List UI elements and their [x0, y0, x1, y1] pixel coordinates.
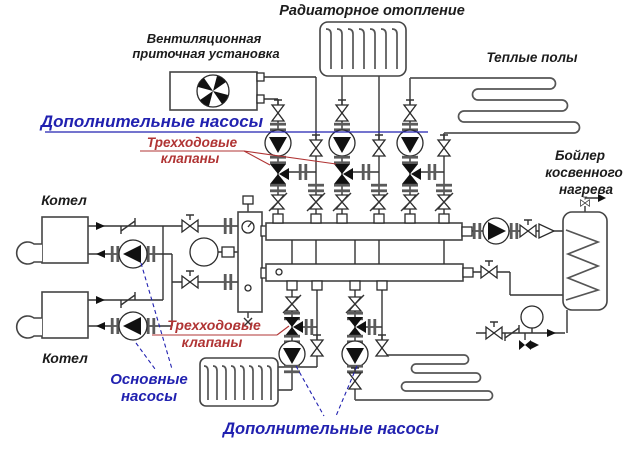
circulation-pump-icon — [341, 340, 369, 368]
hydraulic-separator — [237, 195, 263, 313]
label-indirect-boiler-3: нагрева — [559, 182, 614, 197]
three-way-valve-icon — [334, 164, 353, 184]
three-way-valve-icon — [347, 317, 366, 337]
balancing-valve-icon — [268, 192, 288, 212]
fan-icon — [198, 76, 228, 106]
shutoff-valve-icon — [519, 219, 537, 238]
label-three-way-bottom-1: Трехходовые — [167, 317, 261, 333]
circulation-pump-icon — [264, 129, 292, 157]
indirect-boiler-tank — [562, 194, 608, 311]
circulation-pump-icon — [278, 340, 306, 368]
pump-group-warm-floor-top — [396, 99, 454, 212]
shutoff-valve-icon — [271, 99, 285, 122]
label-boiler-bottom: Котел — [42, 350, 88, 366]
label-additional-pumps-bottom: Дополнительные насосы — [221, 420, 439, 438]
main-pump-2-icon — [118, 311, 148, 341]
shutoff-valve-icon — [181, 270, 199, 289]
callout-line-three-way-top — [140, 150, 337, 166]
boiler-1-symbol — [15, 216, 105, 265]
air-vent-icon — [242, 195, 254, 205]
circulation-pump-icon — [328, 129, 356, 157]
manifold-stubs — [272, 213, 474, 291]
callout-line-main-pumps — [135, 262, 173, 370]
cold-water-inlet — [485, 305, 556, 350]
balancing-valve-icon — [345, 294, 365, 314]
distribution-manifold — [260, 222, 464, 282]
shutoff-valve-icon — [480, 260, 498, 279]
label-indirect-boiler-1: Бойлер — [555, 148, 605, 163]
floor-coil-bottom — [355, 354, 494, 401]
balancing-valve-icon — [332, 192, 352, 212]
callout-line-additional-pumps-bottom — [295, 365, 358, 417]
label-main-pumps-2: насосы — [121, 388, 177, 405]
label-three-way-bottom-2: клапаны — [182, 334, 243, 350]
expansion-vessel-icon — [520, 305, 544, 329]
label-three-way-top-1: Трехходовые — [147, 135, 238, 150]
expansion-tank-icon — [189, 237, 235, 267]
circulation-pump-icon — [396, 129, 424, 157]
supply-manifold-bar — [265, 222, 463, 241]
shutoff-valve-icon — [335, 99, 349, 122]
three-way-valve-icon — [270, 164, 289, 184]
main-pump-1-icon — [118, 239, 148, 269]
three-way-valve-icon — [402, 164, 421, 184]
ventilation-unit-symbol — [169, 71, 265, 111]
label-boiler-top: Котел — [41, 192, 87, 208]
drain-valve-icon — [519, 340, 531, 350]
heat-exchanger-coil — [565, 229, 601, 301]
label-ventilation-1: Вентиляционная — [147, 31, 262, 46]
boiler-2-symbol — [15, 291, 105, 339]
shutoff-valve-icon — [181, 214, 199, 233]
radiator-top-symbol — [319, 21, 407, 77]
callout-line-three-way-bottom — [152, 325, 290, 336]
label-ventilation-2: приточная установка — [132, 46, 279, 61]
label-additional-pumps-top: Дополнительные насосы — [39, 112, 264, 131]
label-warm-floors: Теплые полы — [486, 50, 578, 65]
shutoff-valve-icon — [485, 321, 503, 340]
check-valve-icon — [538, 223, 555, 239]
label-indirect-boiler-2: косвенного — [545, 165, 623, 180]
dhw-pump-icon — [482, 217, 510, 245]
balancing-valve-icon — [400, 192, 420, 212]
label-three-way-top-2: клапаны — [161, 151, 220, 166]
floor-coil-top — [410, 77, 581, 134]
pump-group-warm-floor-bottom — [341, 294, 389, 390]
label-radiator-heating: Радиаторное отопление — [279, 3, 465, 19]
dhw-loading-circuit — [472, 217, 555, 279]
return-manifold-bar — [265, 263, 464, 282]
radiator-bottom-symbol — [199, 357, 279, 407]
shutoff-valve-icon — [403, 99, 417, 122]
balancing-valve-icon — [282, 294, 302, 314]
label-main-pumps-1: Основные — [110, 371, 188, 388]
